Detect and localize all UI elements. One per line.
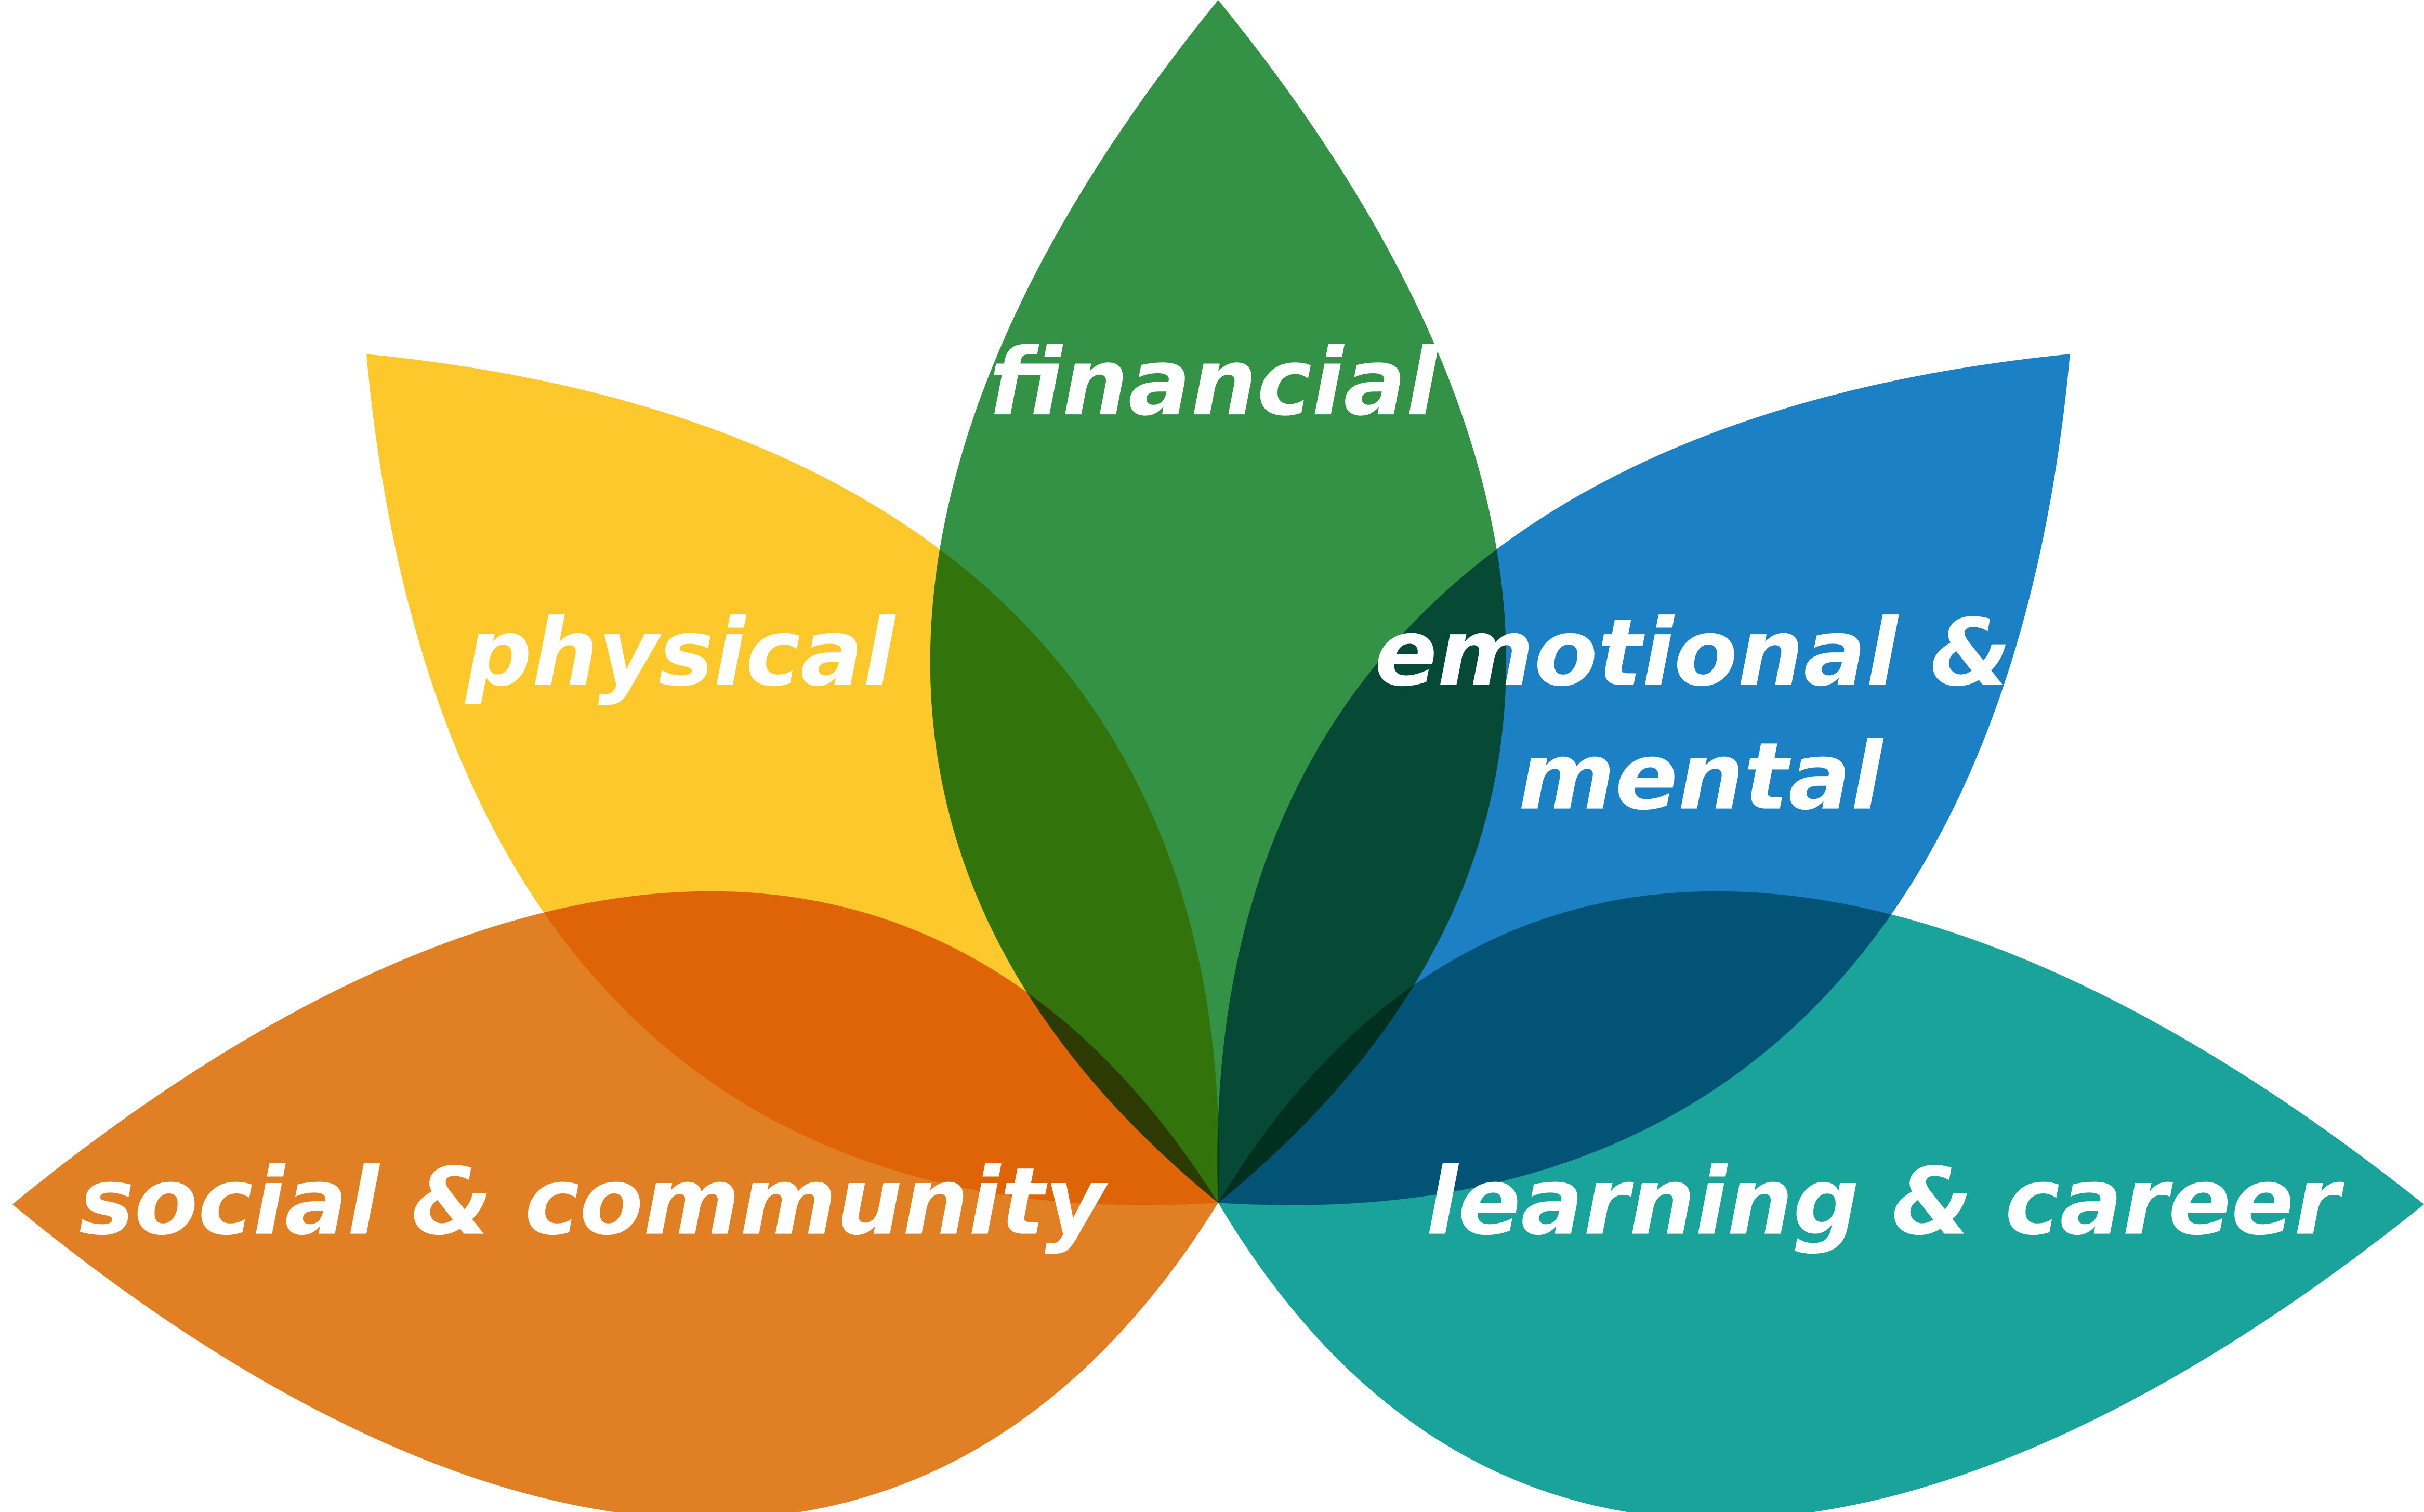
petal-financial xyxy=(930,0,1507,1203)
label-learning-career: learning & career xyxy=(1426,1148,2345,1256)
label-social-community: social & community xyxy=(79,1148,1109,1256)
label-emotional-line1: emotional & xyxy=(1375,599,2011,707)
label-physical: physical xyxy=(465,599,897,707)
petal-learning-career xyxy=(1218,891,2424,1512)
label-financial: financial xyxy=(989,328,1439,437)
petal-social-community xyxy=(12,891,1218,1512)
label-emotional-line2: mental xyxy=(1518,723,1884,831)
